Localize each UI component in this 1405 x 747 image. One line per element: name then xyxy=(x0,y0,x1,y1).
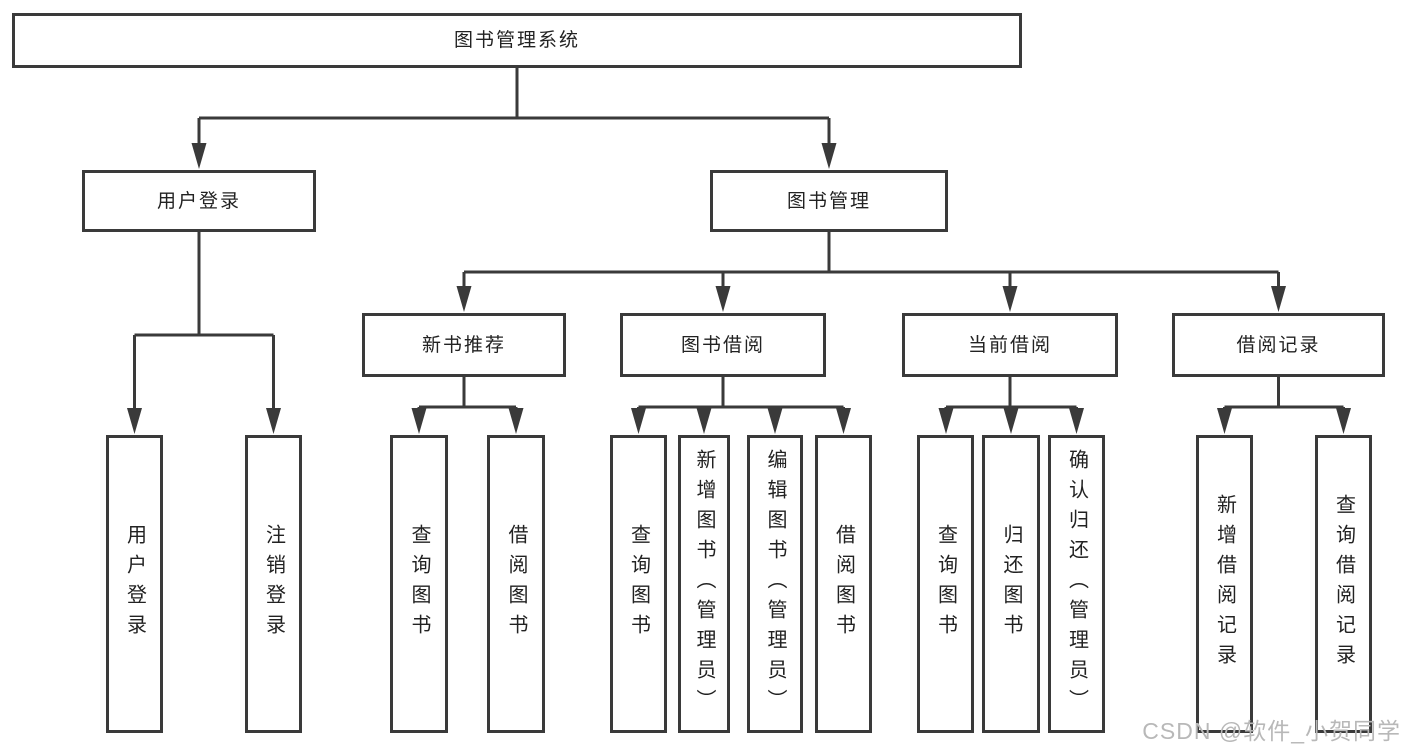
node-label: 图书借阅 xyxy=(680,334,765,356)
leaf-borrow-edit-book-admin: 编辑图书（管理员） xyxy=(747,435,803,733)
leaf-user-login: 用户登录 xyxy=(106,435,163,733)
node-label: 新增借阅记录 xyxy=(1213,494,1236,674)
node-label: 编辑图书（管理员） xyxy=(764,449,786,719)
node-borrowing-records: 借阅记录 xyxy=(1172,313,1385,377)
leaf-records-query-record: 查询借阅记录 xyxy=(1315,435,1372,733)
node-label: 新书推荐 xyxy=(421,334,506,356)
node-label: 查询图书 xyxy=(627,524,650,644)
node-label: 用户登录 xyxy=(156,190,241,212)
leaf-borrow-add-book-admin: 新增图书（管理员） xyxy=(678,435,730,733)
node-user-login: 用户登录 xyxy=(82,170,316,232)
node-new-book-recommend: 新书推荐 xyxy=(362,313,566,377)
node-label: 查询图书 xyxy=(408,524,430,644)
node-label: 借阅图书 xyxy=(832,524,855,644)
leaf-records-add-record: 新增借阅记录 xyxy=(1196,435,1253,733)
node-book-borrowing: 图书借阅 xyxy=(620,313,826,377)
leaf-current-query-book: 查询图书 xyxy=(917,435,974,733)
node-label: 图书管理系统 xyxy=(453,30,580,51)
node-label: 当前借阅 xyxy=(967,334,1052,356)
node-label: 注销登录 xyxy=(262,524,285,644)
leaf-logout: 注销登录 xyxy=(245,435,302,733)
node-label: 借阅记录 xyxy=(1236,334,1321,356)
node-current-borrowing: 当前借阅 xyxy=(902,313,1118,377)
leaf-borrow-query-book: 查询图书 xyxy=(610,435,667,733)
node-book-management: 图书管理 xyxy=(710,170,948,232)
leaf-current-confirm-return-admin: 确认归还（管理员） xyxy=(1048,435,1105,733)
node-label: 新增图书（管理员） xyxy=(693,449,715,719)
node-label: 用户登录 xyxy=(123,524,146,644)
leaf-current-return-book: 归还图书 xyxy=(982,435,1040,733)
csdn-watermark: CSDN @软件_小贺同学 xyxy=(1142,718,1401,744)
node-label: 图书管理 xyxy=(786,190,871,212)
leaf-newbook-borrow-book: 借阅图书 xyxy=(487,435,545,733)
node-label: 归还图书 xyxy=(1000,524,1022,644)
node-root: 图书管理系统 xyxy=(12,13,1022,68)
node-label: 查询图书 xyxy=(934,524,957,644)
node-label: 查询借阅记录 xyxy=(1332,494,1355,674)
node-label: 借阅图书 xyxy=(505,524,527,644)
node-label: 确认归还（管理员） xyxy=(1065,449,1088,719)
leaf-borrow-borrow-book: 借阅图书 xyxy=(815,435,872,733)
leaf-newbook-query-book: 查询图书 xyxy=(390,435,448,733)
